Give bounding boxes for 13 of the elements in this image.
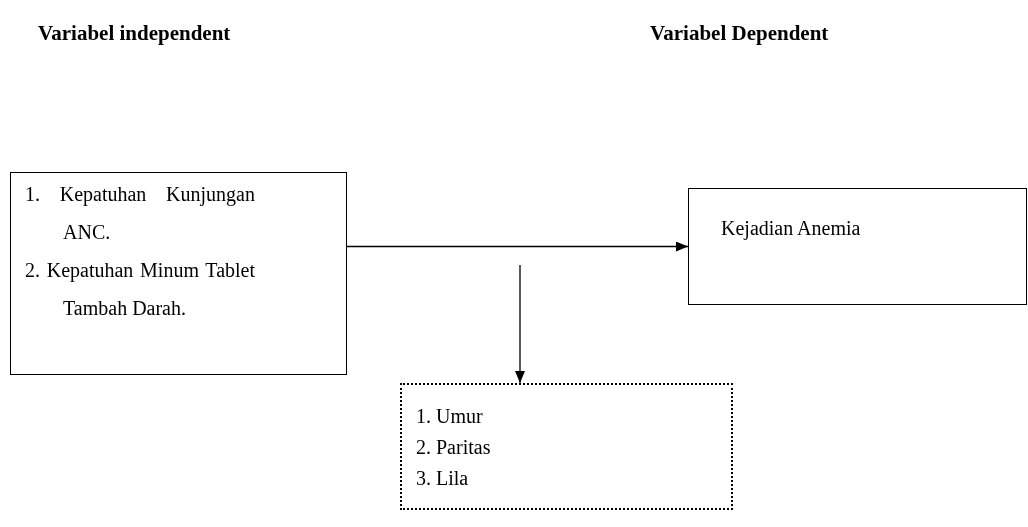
variable-box [10,172,347,375]
arrow [346,241,689,252]
box-text: Kejadian Anemia [721,216,862,241]
list-item: 1. Kepatuhan Kunjungan ANC. [25,182,255,245]
arrow [515,264,525,384]
confounder-box [400,383,733,510]
list-item: 2. Kepatuhan Minum Tablet Tambah Darah. [25,258,255,321]
list-item: 3. Lila [416,466,470,491]
column-heading: Variabel independent [38,20,231,47]
column-heading: Variabel Dependent [650,20,829,47]
list-item: 2. Paritas [416,435,492,460]
outcome-box [688,188,1027,305]
list-item: 1. Umur [416,404,484,429]
